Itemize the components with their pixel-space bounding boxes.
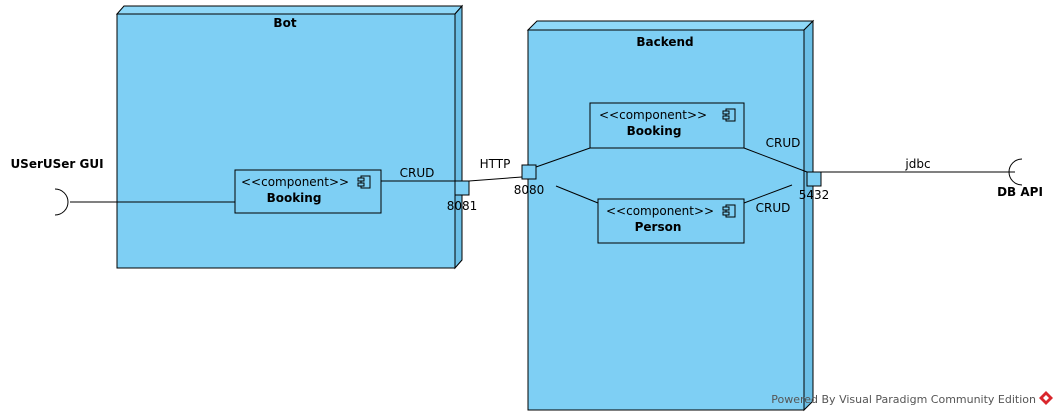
port8080-to-booking-line	[535, 147, 591, 168]
component-box	[589, 102, 745, 149]
component-stereotype: <<component>>	[606, 204, 714, 218]
component-name: Booking	[267, 191, 322, 205]
bot-port[interactable]	[454, 180, 470, 196]
bot-node-body	[116, 13, 456, 269]
visual-paradigm-logo-icon	[1039, 391, 1053, 405]
backend-in-port-label: 8080	[514, 183, 545, 197]
component-stereotype: <<component>>	[599, 108, 707, 122]
person-to-port5432-line	[743, 184, 793, 204]
crud-booking-label: CRUD	[766, 136, 801, 150]
backend-in-port[interactable]	[521, 164, 537, 180]
footer-watermark: Powered By Visual Paradigm Community Edi…	[771, 391, 1053, 406]
bot-node[interactable]: Bot	[115, 4, 464, 270]
db-api-interface[interactable]: DB API	[997, 158, 1043, 199]
component-icon	[722, 108, 736, 122]
backend-out-port[interactable]	[806, 171, 822, 187]
backend-out-port-label: 5432	[799, 188, 830, 202]
gui-socket-icon	[54, 188, 69, 216]
db-api-socket-icon	[1008, 158, 1023, 186]
backend-booking-component[interactable]: <<component>> Booking	[589, 102, 745, 149]
crud-person-label: CRUD	[756, 201, 791, 215]
backend-node-top	[526, 20, 815, 31]
component-icon	[357, 175, 371, 189]
jdbc-label: jdbc	[904, 157, 930, 171]
gui-interface-label: USerUSer GUI	[10, 157, 103, 171]
component-box	[597, 198, 745, 244]
component-name: Person	[635, 220, 682, 234]
component-icon	[722, 204, 736, 218]
port8080-to-person-line	[555, 185, 599, 204]
db-api-interface-label: DB API	[997, 185, 1043, 199]
bot-node-side	[454, 4, 463, 270]
bot-node-title: Bot	[273, 16, 296, 30]
bot-booking-component[interactable]: <<component>> Booking	[234, 169, 382, 214]
component-stereotype: <<component>>	[241, 175, 349, 189]
gui-interface[interactable]: USerUSer GUI	[10, 157, 104, 216]
footer-text: Powered By Visual Paradigm Community Edi…	[771, 393, 1036, 406]
bot-port-label: 8081	[447, 199, 478, 213]
http-link-line	[468, 176, 523, 182]
backend-person-component[interactable]: <<component>> Person	[597, 198, 745, 244]
backend-node-side	[803, 19, 814, 412]
backend-node-title: Backend	[636, 35, 693, 49]
http-label: HTTP	[480, 157, 511, 171]
component-box	[234, 169, 382, 214]
crud-bot-label: CRUD	[400, 166, 435, 180]
booking-to-port5432-line	[743, 147, 808, 173]
component-name: Booking	[627, 124, 682, 138]
connectors	[70, 147, 1015, 204]
bot-node-top	[115, 5, 464, 15]
